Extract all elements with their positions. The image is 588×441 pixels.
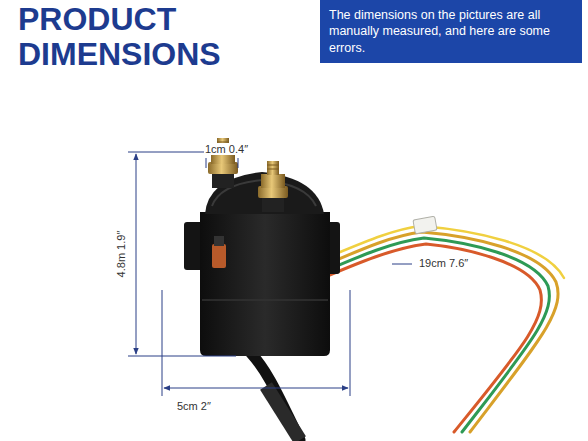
cable-sheath [266,386,300,440]
plug [214,236,224,246]
wire [316,226,564,278]
dimension-lines [128,152,412,396]
white-connector [413,216,437,234]
page-title: PRODUCT DIMENSIONS [18,2,221,71]
solenoid-cap [205,172,324,214]
wire-bundle [316,226,564,432]
dimension-arrow [136,154,137,354]
extension-line [162,290,163,396]
plug [212,244,226,268]
dimension-label: 5cm 2″ [176,400,212,412]
dimension-label: 1cm 0.4″ [204,143,249,155]
extension-line [350,290,351,396]
terminal-stud [258,161,288,212]
dimension-tick [206,158,207,168]
dimension-arrow [164,388,348,389]
dimension-label: 19cm 7.6″ [418,257,469,269]
wire [318,232,558,432]
wire [318,238,549,432]
wire [318,244,541,432]
extension-line [128,356,236,357]
note-box: The dimensions on the pictures are all m… [320,0,582,63]
leader-line [392,264,412,265]
dimension-tick [238,158,239,168]
dimension-label: 4.8m 1.9″ [115,230,127,279]
note-text: The dimensions on the pictures are all m… [329,7,573,56]
solenoid-body [200,212,330,356]
body-seam [202,299,328,301]
